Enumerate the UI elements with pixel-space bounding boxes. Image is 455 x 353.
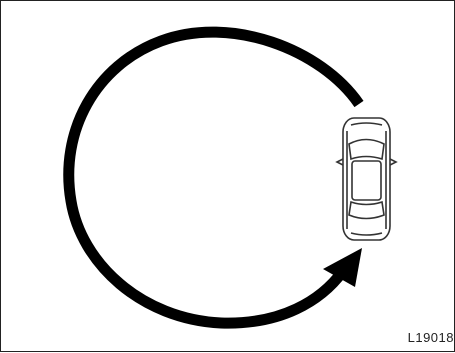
turning-arrow-icon bbox=[69, 32, 362, 323]
figure-code-label: L19018 bbox=[408, 330, 454, 345]
car-top-view-icon bbox=[337, 118, 396, 240]
